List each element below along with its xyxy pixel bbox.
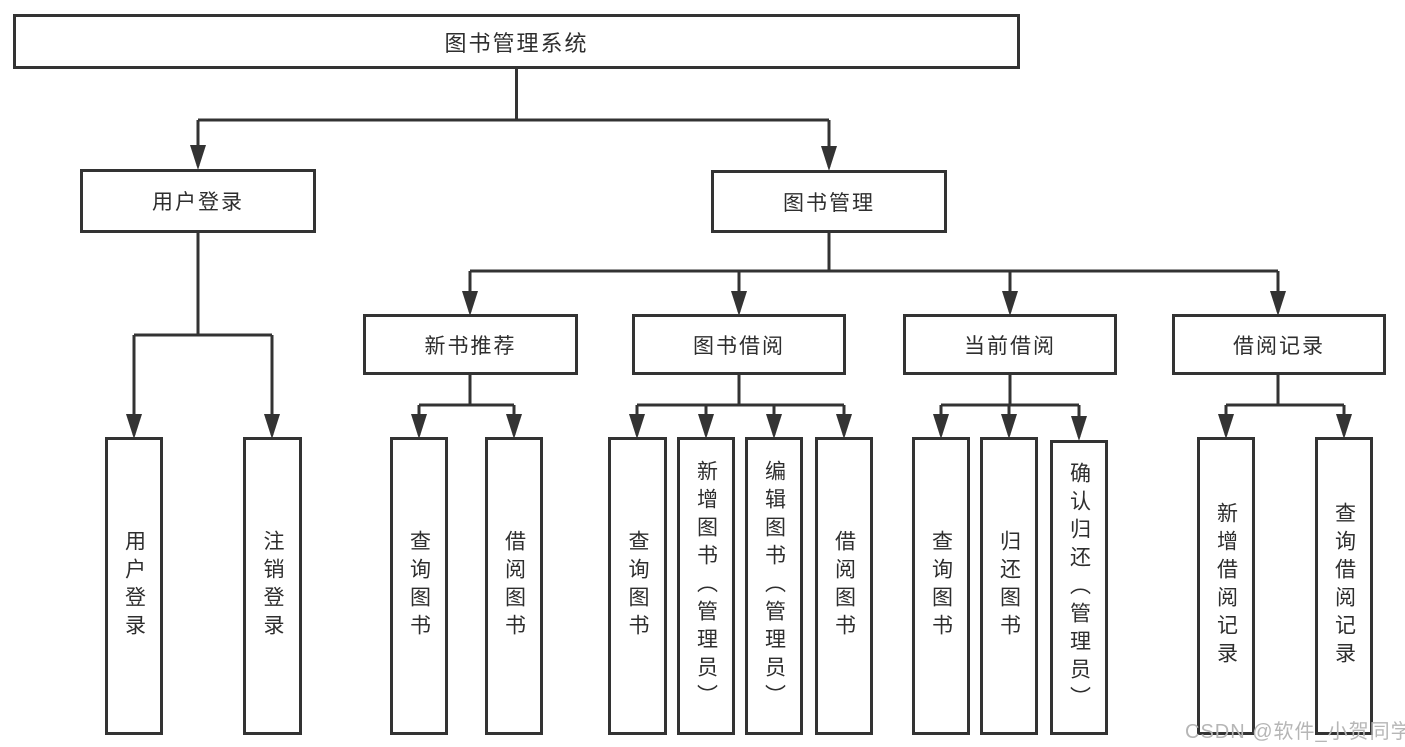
leaf-user-login: 用户登录	[105, 437, 163, 735]
node-current-borrow: 当前借阅	[903, 314, 1117, 375]
leaf-query-books-recommend: 查询图书	[390, 437, 448, 735]
node-label: 新书推荐	[424, 334, 517, 358]
node-new-book-recommend: 新书推荐	[363, 314, 578, 375]
node-user-login: 用户登录	[80, 169, 316, 233]
leaf-label: 借阅图书	[502, 530, 526, 642]
leaf-borrow-books: 借阅图书	[815, 437, 873, 735]
connector-path	[132, 69, 1346, 437]
arrowhead	[836, 414, 852, 439]
leaf-return-book: 归还图书	[980, 437, 1038, 735]
arrowhead	[698, 414, 714, 439]
arrowhead	[1071, 416, 1087, 441]
leaf-confirm-return-admin: 确认归还（管理员）	[1050, 440, 1108, 735]
leaf-add-book-admin: 新增图书（管理员）	[677, 437, 735, 735]
leaf-borrow-books-recommend: 借阅图书	[485, 437, 543, 735]
leaf-label: 新增图书（管理员）	[694, 460, 718, 712]
node-label: 图书管理系统	[444, 30, 589, 56]
arrowhead	[821, 146, 837, 171]
arrowhead	[731, 291, 747, 316]
node-book-borrow: 图书借阅	[632, 314, 846, 375]
leaf-label: 查询图书	[626, 530, 650, 642]
leaf-label: 归还图书	[997, 530, 1021, 642]
leaf-query-books-borrow: 查询图书	[608, 437, 667, 735]
node-label: 图书管理	[783, 191, 875, 215]
arrowhead	[462, 291, 478, 316]
node-label: 借阅记录	[1233, 334, 1325, 358]
arrowhead	[126, 414, 142, 439]
leaf-label: 查询图书	[407, 530, 431, 642]
node-label: 用户登录	[152, 191, 244, 214]
leaf-label: 查询图书	[929, 530, 953, 642]
leaf-query-borrow-record: 查询借阅记录	[1315, 437, 1373, 735]
leaf-label: 确认归还（管理员）	[1067, 461, 1091, 714]
arrowhead	[506, 414, 522, 439]
leaf-label: 注销登录	[261, 530, 285, 642]
leaf-edit-book-admin: 编辑图书（管理员）	[745, 437, 803, 735]
leaf-label: 借阅图书	[832, 530, 856, 642]
arrowhead	[411, 414, 427, 439]
arrowhead	[933, 414, 949, 439]
leaf-label: 查询借阅记录	[1332, 502, 1356, 670]
leaf-label: 新增借阅记录	[1214, 502, 1238, 670]
leaf-query-books-current: 查询图书	[912, 437, 970, 735]
node-book-management: 图书管理	[711, 170, 947, 233]
leaf-add-borrow-record: 新增借阅记录	[1197, 437, 1255, 735]
arrowhead	[766, 414, 782, 439]
arrowhead	[1336, 414, 1352, 439]
watermark: CSDN @软件_小贺同学	[1185, 721, 1405, 743]
arrowhead	[264, 414, 280, 439]
arrowhead	[190, 145, 206, 170]
arrowhead	[629, 414, 645, 439]
arrowhead	[1218, 414, 1234, 439]
leaf-label: 用户登录	[122, 530, 146, 642]
arrowheads	[126, 145, 1352, 441]
node-label: 图书借阅	[693, 334, 785, 358]
node-borrow-records: 借阅记录	[1172, 314, 1386, 375]
leaf-logout: 注销登录	[243, 437, 302, 735]
arrowhead	[1001, 414, 1017, 439]
arrowhead	[1002, 291, 1018, 316]
arrowhead	[1270, 291, 1286, 316]
leaf-label: 编辑图书（管理员）	[762, 460, 786, 712]
node-label: 当前借阅	[964, 334, 1056, 358]
node-library-system: 图书管理系统	[13, 14, 1020, 69]
